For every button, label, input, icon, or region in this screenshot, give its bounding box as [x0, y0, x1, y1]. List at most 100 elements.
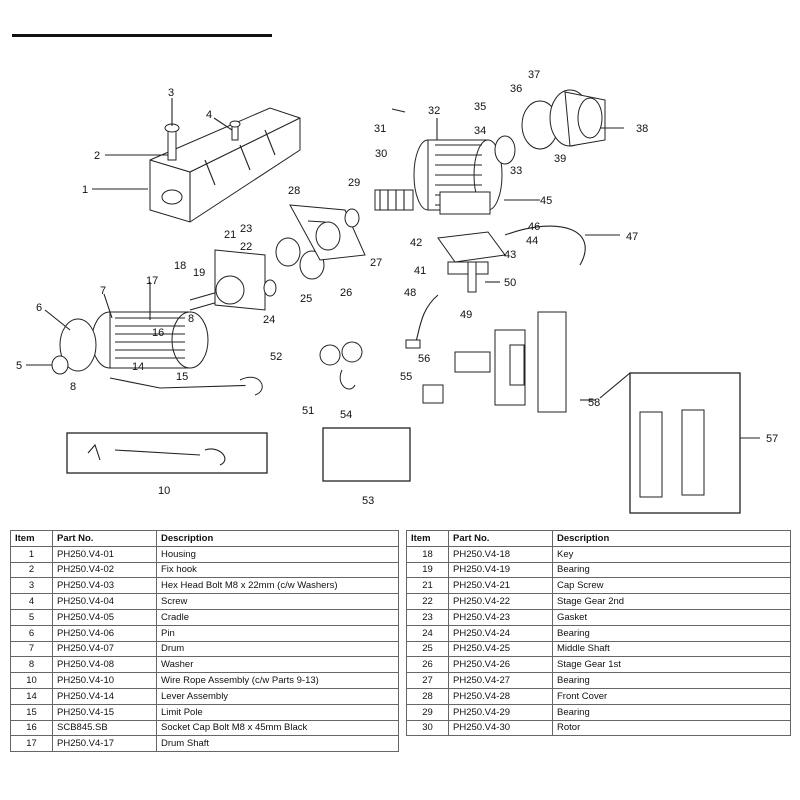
callout-54: 54	[340, 409, 352, 421]
cell-part-no: PH250.V4-05	[52, 608, 157, 626]
callout-36: 36	[510, 83, 522, 95]
cell-part-no: PH250.V4-01	[52, 545, 157, 563]
cell-description: Wire Rope Assembly (c/w Parts 9-13)	[156, 672, 399, 689]
callout-25: 25	[300, 293, 312, 305]
callout-30: 30	[375, 148, 387, 160]
callout-55: 55	[400, 371, 412, 383]
col-header-item: Item	[406, 530, 449, 547]
header-rule	[12, 34, 272, 37]
cell-description: Rotor	[552, 719, 791, 737]
cell-item: 28	[406, 687, 449, 705]
cell-part-no: PH250.V4-08	[52, 656, 157, 674]
cell-item: 16	[10, 719, 53, 737]
pendant-inset	[629, 372, 741, 514]
wire-rope-inset	[66, 432, 268, 474]
cell-item: 7	[10, 640, 53, 658]
callout-53: 53	[362, 495, 374, 507]
cell-description: Bearing	[552, 672, 791, 689]
cell-part-no: PH250.V4-03	[52, 577, 157, 595]
power-cable	[405, 294, 491, 404]
cell-description: Hex Head Bolt M8 x 22mm (c/w Washers)	[156, 577, 399, 595]
callout-43: 43	[504, 249, 516, 261]
cell-description: Stage Gear 2nd	[552, 593, 791, 610]
callout-49: 49	[460, 309, 472, 321]
callout-16: 16	[152, 327, 164, 339]
cell-item: 4	[10, 593, 53, 610]
cell-part-no: PH250.V4-24	[448, 624, 553, 642]
cell-item: 3	[10, 577, 53, 595]
callout-42: 42	[410, 237, 422, 249]
callout-35: 35	[474, 101, 486, 113]
cell-part-no: PH250.V4-30	[448, 719, 553, 737]
pendant-control	[494, 311, 567, 413]
callout-58: 58	[588, 397, 600, 409]
cell-part-no: PH250.V4-06	[52, 624, 157, 642]
cell-item: 8	[10, 656, 53, 674]
callout-21: 21	[224, 229, 236, 241]
callout-22: 22	[240, 241, 252, 253]
callout-23: 23	[240, 223, 252, 235]
cell-part-no: PH250.V4-07	[52, 640, 157, 658]
cell-description: Middle Shaft	[552, 640, 791, 658]
cell-item: 6	[10, 624, 53, 642]
callout-37: 37	[528, 69, 540, 81]
cell-item: 29	[406, 703, 449, 721]
cell-item: 5	[10, 608, 53, 626]
cell-part-no: PH250.V4-10	[52, 672, 157, 689]
callout-2: 2	[94, 150, 100, 162]
col-header-part-no: Part No.	[448, 530, 553, 547]
callout-18: 18	[174, 260, 186, 272]
callout-1: 1	[82, 184, 88, 196]
cell-item: 22	[406, 593, 449, 610]
callout-31: 31	[374, 123, 386, 135]
callout-57: 57	[766, 433, 778, 445]
cell-description: Cap Screw	[552, 577, 791, 595]
cell-part-no: PH250.V4-21	[448, 577, 553, 595]
callout-labels: 1 2 3 4 5 6 7 8 10 14 15 16 8 17 18 19 2…	[16, 69, 778, 507]
cell-item: 2	[10, 561, 53, 579]
cell-part-no: PH250.V4-22	[448, 593, 553, 610]
cell-item: 30	[406, 719, 449, 737]
cell-part-no: PH250.V4-29	[448, 703, 553, 721]
callout-15: 15	[176, 371, 188, 383]
callout-10: 10	[158, 485, 170, 497]
cell-description: Key	[552, 545, 791, 563]
callout-17: 17	[146, 275, 158, 287]
cell-description: Socket Cap Bolt M8 x 45mm Black	[156, 719, 399, 737]
callout-29: 29	[348, 177, 360, 189]
cell-part-no: PH250.V4-04	[52, 593, 157, 610]
cell-item: 17	[10, 735, 53, 753]
cell-item: 24	[406, 624, 449, 642]
leader-lines	[26, 98, 624, 401]
cell-description: Bearing	[552, 703, 791, 721]
cell-part-no: SCB845.SB	[52, 719, 157, 737]
cell-description: Drum Shaft	[156, 735, 399, 753]
callout-3: 3	[168, 87, 174, 99]
cell-item: 1	[10, 545, 53, 563]
callout-34: 34	[474, 125, 486, 137]
cell-part-no: PH250.V4-02	[52, 561, 157, 579]
cell-item: 23	[406, 608, 449, 626]
wire-rope	[109, 376, 263, 396]
callout-47: 47	[626, 231, 638, 243]
cell-item: 21	[406, 577, 449, 595]
callout-52: 52	[270, 351, 282, 363]
callout-50: 50	[504, 277, 516, 289]
cell-item: 14	[10, 687, 53, 705]
